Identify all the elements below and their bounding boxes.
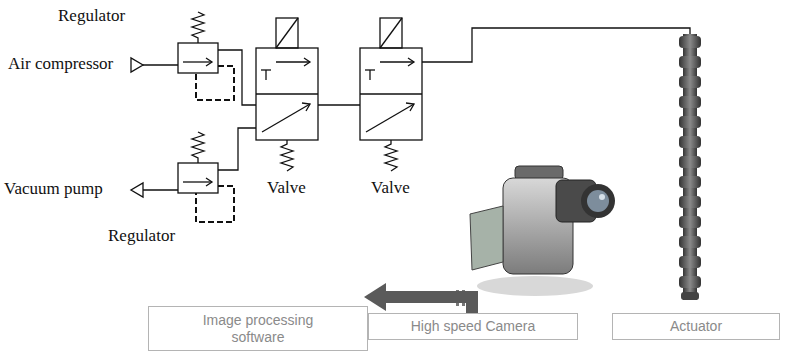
process-box: Actuator: [612, 313, 780, 340]
actuator-segment: [679, 96, 701, 108]
valve-symbol: [304, 58, 310, 66]
camera-lens: [599, 194, 605, 200]
regulator-symbol: [206, 178, 212, 186]
camera-screen: [470, 206, 503, 270]
regulator-symbol: [183, 61, 212, 62]
actuator-figure: [679, 34, 701, 300]
camera-shadow: [477, 276, 593, 296]
solenoid-symbol: [380, 18, 402, 48]
valve-symbol: [261, 69, 271, 70]
pilot-line: [196, 66, 234, 100]
actuator-segment: [679, 116, 701, 128]
spring-symbol: [192, 132, 204, 163]
actuator-segment: [679, 176, 701, 188]
box-text: High speed Camera: [411, 318, 536, 335]
part-label: Regulator: [58, 6, 125, 26]
camera-figure: [456, 166, 615, 306]
actuator-segment: [679, 56, 701, 68]
solenoid-symbol: [276, 18, 298, 48]
solenoid-symbol: [276, 18, 298, 48]
regulator-symbol: [206, 58, 212, 66]
camera-lens: [581, 184, 615, 218]
valve-symbol: [276, 61, 310, 62]
valve-symbol: [360, 48, 422, 140]
pilot-line: [196, 186, 234, 222]
valve-symbol: [366, 104, 414, 132]
valve-symbol: [262, 104, 310, 132]
valve-symbol: [406, 103, 414, 111]
spring-symbol: [385, 140, 397, 171]
actuator-segment: [681, 292, 699, 300]
box-text: Image processing software: [193, 312, 323, 346]
process-box: High speed Camera: [368, 313, 578, 340]
actuator-segment: [679, 156, 701, 168]
pipe-line: [218, 50, 256, 105]
camera-lens: [587, 190, 609, 212]
pipe-line: [143, 64, 178, 65]
source-symbol: [131, 58, 143, 72]
part-label: Vacuum pump: [4, 179, 103, 199]
spring-symbol: [281, 140, 293, 171]
actuator-segment: [679, 76, 701, 88]
regulator-symbol: [178, 43, 218, 73]
pipe-line: [143, 189, 178, 190]
actuator-segment: [679, 196, 701, 208]
pipe-line: [318, 104, 360, 105]
actuator-segment: [679, 136, 701, 148]
actuator-segment: [679, 236, 701, 248]
valve-symbol: [369, 70, 370, 80]
part-label: Valve: [267, 178, 306, 198]
pipe-line: [218, 128, 256, 170]
spring-symbol: [192, 12, 204, 43]
actuator-segment: [679, 36, 701, 48]
valve-symbol: [360, 93, 422, 94]
part-label: Valve: [371, 178, 410, 198]
data-flow-arrow: [364, 283, 472, 313]
solenoid-symbol: [380, 18, 402, 48]
actuator-segment: [679, 256, 701, 268]
process-box: Image processing software: [148, 306, 368, 351]
part-label: Regulator: [108, 226, 175, 246]
actuator-segment: [679, 216, 701, 228]
source-symbol: [131, 183, 143, 197]
valve-symbol: [380, 61, 414, 62]
valve-symbol: [256, 93, 318, 94]
valve-symbol: [256, 48, 318, 140]
box-text: Actuator: [670, 318, 722, 335]
part-label: Air compressor: [8, 54, 113, 74]
regulator-symbol: [178, 163, 218, 193]
valve-symbol: [365, 69, 375, 70]
actuator-segment: [679, 276, 701, 288]
valve-symbol: [302, 103, 310, 111]
pipe-line: [422, 28, 690, 62]
valve-symbol: [265, 70, 266, 80]
regulator-symbol: [183, 181, 212, 182]
valve-symbol: [408, 58, 414, 66]
arrow-shaft: [384, 297, 472, 313]
